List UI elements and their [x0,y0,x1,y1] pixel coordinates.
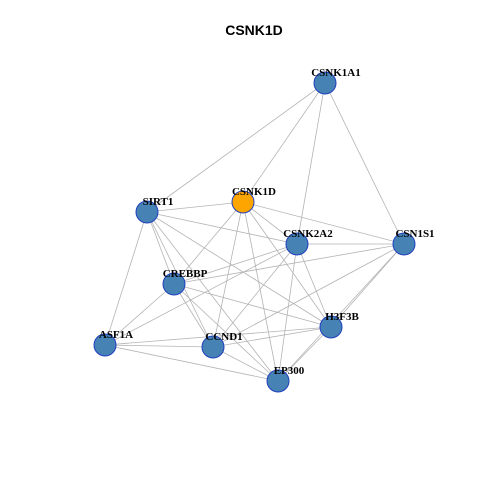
edge-csnk1d-sirt1 [146,201,244,213]
node-label-csnk2a2: CSNK2A2 [283,228,333,240]
node-crebbp [162,272,186,296]
edge-csnk2a2-asf1a [104,243,298,346]
node-asf1a [93,333,117,357]
edge-csnk1a1-csn1s1 [324,82,405,245]
edge-ccnd1-ep300 [212,346,279,382]
edge-csnk2a2-crebbp [173,243,298,285]
graph-title: CSNK1D [225,22,283,38]
edge-csnk1a1-csnk1d [242,82,326,203]
node-label-csnk1a1: CSNK1A1 [311,67,361,79]
node-label-sirt1: SIRT1 [143,196,174,208]
node-ccnd1 [201,335,225,359]
node-label-crebbp: CREBBP [163,268,208,280]
node-label-ccnd1: CCND1 [205,331,242,343]
edge-crebbp-asf1a [104,283,175,346]
edges-layer [104,82,405,382]
node-sirt1 [135,200,159,224]
edge-asf1a-ep300 [104,344,279,382]
node-csnk1a1 [313,71,337,95]
edge-asf1a-h3f3b [104,326,332,346]
edge-sirt1-crebbp [146,211,175,285]
node-label-asf1a: ASF1A [99,329,133,341]
node-h3f3b [319,315,343,339]
edge-asf1a-ccnd1 [104,344,214,348]
edge-sirt1-asf1a [104,211,148,346]
edge-sirt1-csnk2a2 [146,211,298,245]
edge-csnk1d-csn1s1 [242,201,405,245]
edge-csnk1d-ep300 [242,201,279,382]
edge-ccnd1-h3f3b [212,326,332,348]
nodes-layer [93,71,416,393]
edge-csn1s1-ep300 [277,243,405,382]
edge-crebbp-ccnd1 [173,283,214,348]
edge-csnk2a2-ep300 [277,243,298,382]
node-label-csn1s1: CSN1S1 [395,228,434,240]
edge-csnk2a2-h3f3b [296,243,332,328]
edge-csnk1d-crebbp [173,201,244,285]
edge-crebbp-ep300 [173,283,279,382]
node-csnk1d [231,190,255,214]
node-label-csnk1d: CSNK1D [232,186,276,198]
node-ep300 [266,369,290,393]
node-label-h3f3b: H3F3B [325,311,359,323]
node-csn1s1 [392,232,416,256]
node-label-ep300: EP300 [274,365,305,377]
edge-sirt1-ep300 [146,211,279,382]
edge-csnk2a2-ccnd1 [212,243,298,348]
edge-sirt1-h3f3b [146,211,332,328]
edge-csn1s1-crebbp [173,243,405,285]
edge-csn1s1-h3f3b [330,243,405,328]
edge-csn1s1-ccnd1 [212,243,405,348]
edge-h3f3b-ep300 [277,326,332,382]
edge-crebbp-h3f3b [173,283,332,328]
edge-csnk1a1-sirt1 [146,82,326,213]
node-csnk2a2 [285,232,309,256]
